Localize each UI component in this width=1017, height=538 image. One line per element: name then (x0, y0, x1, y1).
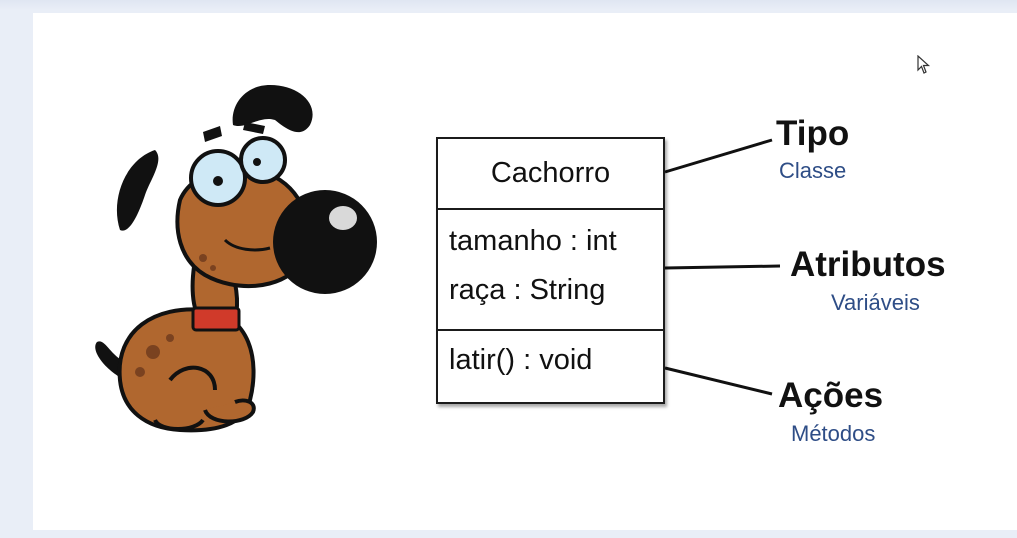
uml-methods-section: latir() : void (438, 331, 663, 377)
window-top-bar (0, 0, 1017, 10)
uml-method: latir() : void (449, 344, 593, 376)
uml-class-box: Cachorro tamanho : int raça : String lat… (436, 137, 665, 404)
label-acoes-sub: Métodos (791, 421, 876, 446)
connector-tipo (664, 138, 773, 174)
label-tipo-sub: Classe (779, 158, 847, 183)
mouse-cursor-icon (917, 55, 931, 74)
label-atributos-sub: Variáveis (831, 290, 920, 315)
cartoon-dog-illustration (95, 85, 377, 433)
uml-attribute: tamanho : int (449, 225, 617, 257)
uml-attribute: raça : String (449, 274, 606, 306)
connector-atributos (664, 264, 781, 270)
label-tipo-title: Tipo (776, 114, 850, 153)
label-atributos-title: Atributos (790, 245, 946, 284)
uml-class-name: Cachorro (438, 139, 663, 210)
label-acoes-title: Ações (778, 376, 884, 415)
connector-acoes (664, 366, 773, 396)
uml-attributes-section: tamanho : int raça : String (438, 210, 663, 331)
